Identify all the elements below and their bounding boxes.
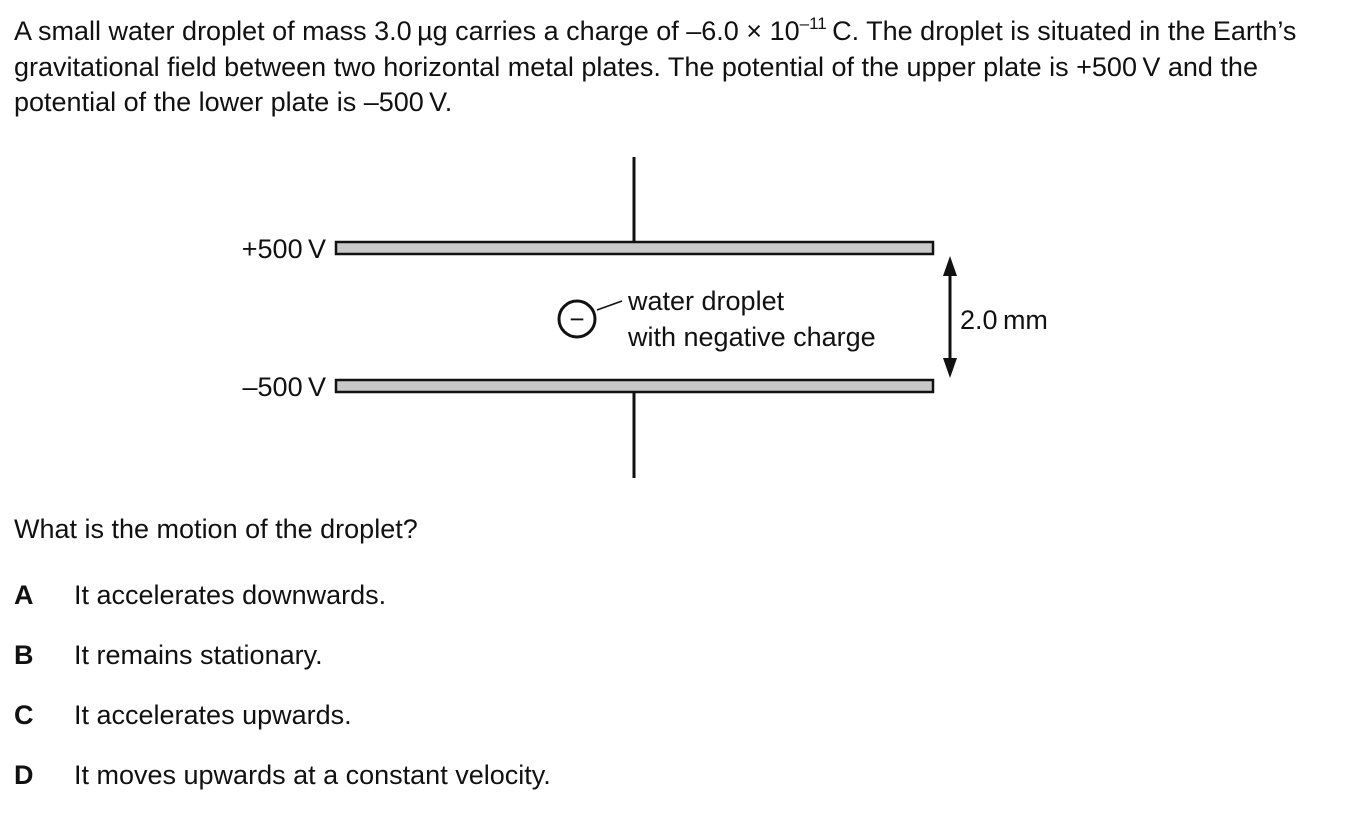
option-text: It accelerates downwards. bbox=[74, 580, 387, 610]
separation-arrow-icon bbox=[943, 256, 957, 378]
charge-exponent: –11 bbox=[799, 14, 827, 33]
option-letter: C bbox=[14, 700, 34, 730]
droplet-leader-line bbox=[596, 300, 623, 311]
upper-plate bbox=[334, 240, 935, 256]
separation-label: 2.0 mm bbox=[960, 305, 1048, 335]
option-letter: D bbox=[14, 760, 34, 790]
stem-text-2: C. The droplet is situated in the Earth’… bbox=[14, 16, 1297, 117]
water-droplet: − bbox=[557, 299, 597, 339]
option-letter: B bbox=[14, 640, 34, 670]
option-letter: A bbox=[14, 580, 34, 610]
droplet-label-line1: water droplet bbox=[627, 286, 785, 316]
droplet-label-line2: with negative charge bbox=[627, 322, 876, 352]
option-b[interactable]: B It remains stationary. bbox=[14, 640, 551, 700]
option-text: It accelerates upwards. bbox=[74, 700, 352, 730]
droplet-circle bbox=[557, 299, 597, 339]
question-stem: A small water droplet of mass 3.0 µg car… bbox=[14, 14, 1340, 121]
question-text: What is the motion of the droplet? bbox=[14, 514, 418, 544]
lower-plate bbox=[334, 378, 935, 394]
parallel-plates-diagram: +500 V –500 V − water droplet with negat… bbox=[242, 157, 1048, 478]
option-text: It remains stationary. bbox=[74, 640, 323, 670]
answer-options: A It accelerates downwards. B It remains… bbox=[14, 580, 551, 820]
option-a[interactable]: A It accelerates downwards. bbox=[14, 580, 551, 640]
option-text: It moves upwards at a constant velocity. bbox=[74, 760, 551, 790]
upper-plate-label: +500 V bbox=[242, 234, 326, 264]
lower-plate-label: –500 V bbox=[243, 372, 326, 402]
option-d[interactable]: D It moves upwards at a constant velocit… bbox=[14, 760, 551, 820]
stem-text-1: A small water droplet of mass 3.0 µg car… bbox=[14, 16, 800, 46]
option-c[interactable]: C It accelerates upwards. bbox=[14, 700, 551, 760]
negative-sign-icon: − bbox=[569, 304, 584, 334]
